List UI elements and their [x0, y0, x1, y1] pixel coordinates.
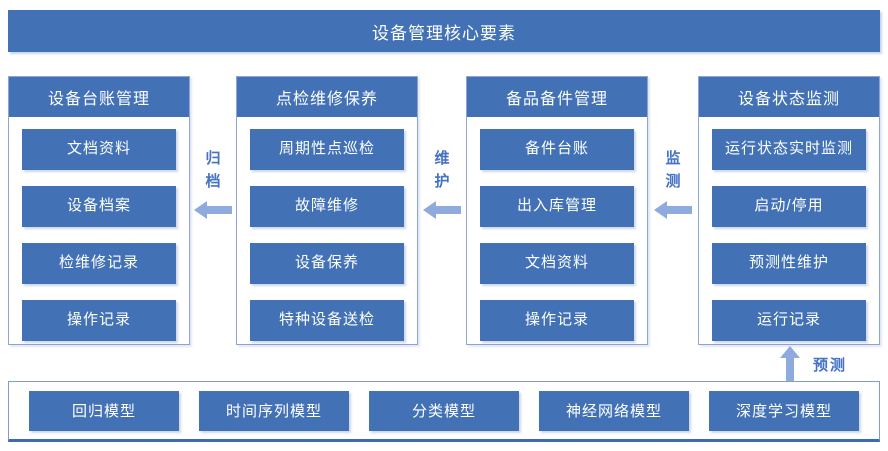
column-equipment-ledger: 设备台账管理 文档资料 设备档案 检维修记录 操作记录: [8, 76, 190, 345]
column-item-list: 备件台账 出入库管理 文档资料 操作记录: [467, 117, 647, 353]
predict-flow-label: 预测: [813, 357, 848, 374]
diagram-title: 设备管理核心要素: [372, 23, 516, 43]
model-box-classification: 分类模型: [369, 390, 519, 431]
list-item: 操作记录: [22, 300, 176, 341]
arrow-left-icon: [654, 201, 692, 219]
list-item: 周期性点巡检: [250, 129, 404, 170]
column-header: 设备状态监测: [699, 77, 879, 117]
flow-archive: 归档: [194, 148, 232, 220]
model-box-neural-network: 神经网络模型: [539, 390, 689, 431]
model-box-time-series: 时间序列模型: [199, 390, 349, 431]
column-inspection-maintenance: 点检维修保养 周期性点巡检 故障维修 设备保养 特种设备送检: [236, 76, 418, 345]
model-box-deep-learning: 深度学习模型: [709, 390, 859, 431]
list-item: 启动/停用: [712, 186, 866, 227]
list-item: 文档资料: [480, 243, 634, 284]
archive-flow-label: 归档: [205, 150, 221, 190]
list-item: 检维修记录: [22, 243, 176, 284]
list-item: 故障维修: [250, 186, 404, 227]
list-item: 设备档案: [22, 186, 176, 227]
list-item: 运行记录: [712, 300, 866, 341]
column-header: 设备台账管理: [9, 77, 189, 117]
arrow-up-icon: [780, 346, 800, 381]
list-item: 操作记录: [480, 300, 634, 341]
list-item: 设备保养: [250, 243, 404, 284]
title-banner: 设备管理核心要素: [8, 10, 880, 52]
list-item: 出入库管理: [480, 186, 634, 227]
list-item: 运行状态实时监测: [712, 129, 866, 170]
arrow-left-icon: [423, 201, 461, 219]
bottom-models-panel: 回归模型 时间序列模型 分类模型 神经网络模型 深度学习模型: [8, 381, 880, 442]
flow-monitor: 监测: [654, 148, 692, 220]
column-status-monitoring: 设备状态监测 运行状态实时监测 启动/停用 预测性维护 运行记录: [698, 76, 880, 345]
column-header: 备品备件管理: [467, 77, 647, 117]
column-item-list: 运行状态实时监测 启动/停用 预测性维护 运行记录: [699, 117, 879, 353]
monitor-flow-label: 监测: [665, 150, 681, 190]
column-item-list: 周期性点巡检 故障维修 设备保养 特种设备送检: [237, 117, 417, 353]
list-item: 备件台账: [480, 129, 634, 170]
list-item: 特种设备送检: [250, 300, 404, 341]
flow-maintain: 维护: [423, 148, 461, 220]
column-header: 点检维修保养: [237, 77, 417, 117]
list-item: 文档资料: [22, 129, 176, 170]
column-item-list: 文档资料 设备档案 检维修记录 操作记录: [9, 117, 189, 353]
list-item: 预测性维护: [712, 243, 866, 284]
model-box-regression: 回归模型: [29, 390, 179, 431]
arrow-left-icon: [194, 201, 232, 219]
maintain-flow-label: 维护: [434, 150, 450, 190]
column-spare-parts: 备品备件管理 备件台账 出入库管理 文档资料 操作记录: [466, 76, 648, 345]
